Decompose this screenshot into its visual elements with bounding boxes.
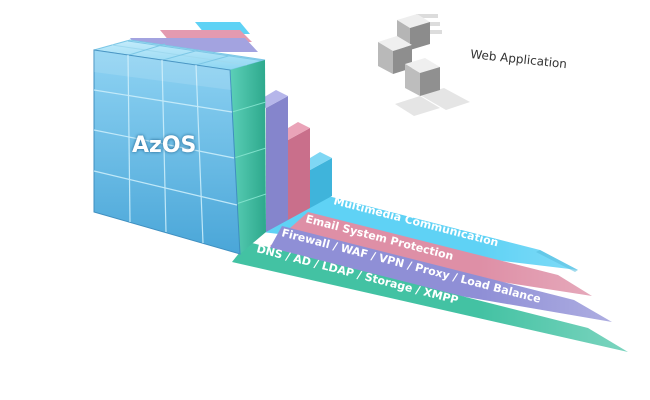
web-application-label: Web Application (470, 47, 568, 71)
core-cube-front (93, 49, 241, 255)
core-title: AzOS (132, 133, 196, 158)
band-fade (480, 240, 650, 370)
core-cube-side (230, 60, 267, 254)
web-application-icon (378, 14, 470, 116)
core-cube-top (93, 39, 266, 71)
